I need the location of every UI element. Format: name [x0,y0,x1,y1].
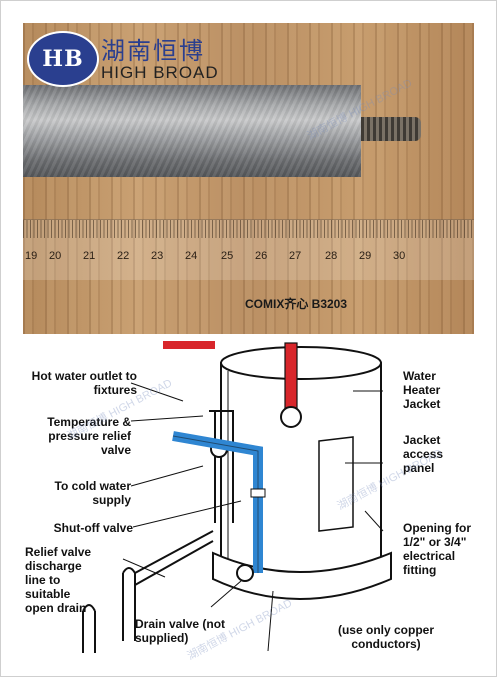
company-name-chinese: 湖南恒博 [101,38,205,65]
ruler-number: 28 [325,250,338,262]
ruler-number: 23 [151,250,164,262]
label-electrical-opening: Opening for 1/2" or 3/4" electrical fitt… [403,521,471,577]
label-hot-water-outlet: Hot water outlet to fixtures [31,369,137,397]
rod-thread [361,117,421,141]
ruler-brand: COMIX齐心 B3203 [245,297,348,311]
ruler-number: 29 [359,250,372,262]
ruler-number: 30 [393,250,406,262]
label-jacket-access-panel: Jacket access panel [403,433,444,475]
ruler-number: 21 [83,250,96,262]
label-water-heater-jacket: Water Heater Jacket [403,369,441,411]
label-temperature-relief-valve: Temperature & pressure relief valve [47,415,131,457]
heater-illustration [82,341,392,653]
ruler-number: 22 [117,250,130,262]
label-shutoff-valve: Shut-off valve [53,521,133,535]
wood-grain [23,23,474,334]
label-copper-conductors: (use only copper conductors) [337,623,435,651]
label-cold-water-supply: To cold water supply [54,479,131,507]
ruler-number: 26 [255,250,268,262]
ruler: 19 20 21 22 23 24 25 26 27 28 29 30 [23,219,474,280]
ruler-number: 27 [289,250,302,262]
company-name-english: HIGH BROAD [101,63,219,82]
ruler-number: 24 [185,250,198,262]
ruler-number: 25 [221,250,234,262]
water-heater-diagram: Hot water outlet to fixtures Temperature… [23,341,474,653]
anode-rod-photo: 19 20 21 22 23 24 25 26 27 28 29 30 COMI… [23,23,474,334]
label-drain-valve: Drain valve (not supplied) [135,617,226,645]
ruler-number: 20 [49,250,62,262]
anode-rod [23,85,361,177]
ruler-number: 19 [25,250,38,262]
ruler-ticks [23,220,474,238]
label-relief-discharge-line: Relief valve discharge line to suitable … [25,545,92,615]
company-logo: HB [27,31,99,87]
